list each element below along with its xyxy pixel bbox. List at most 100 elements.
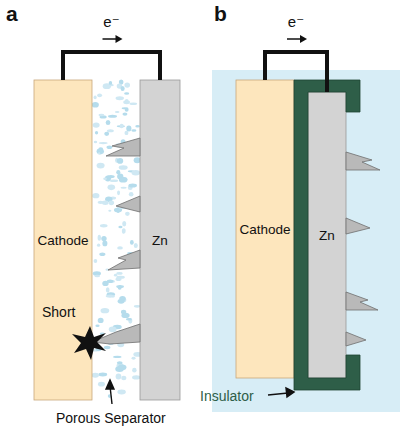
electron-label: e⁻	[288, 13, 304, 31]
flow-arrow-head	[300, 35, 307, 43]
panel-label: a	[6, 2, 18, 26]
separator-pore	[107, 146, 113, 150]
zn-anode-box: Zn	[140, 80, 180, 400]
insulator-label: Insulator	[200, 388, 254, 404]
external-wire	[265, 52, 327, 92]
separator-pore	[134, 243, 138, 248]
separator-pore	[117, 190, 120, 195]
electrolyte-ground	[212, 70, 400, 412]
separator-pore	[106, 287, 110, 292]
short-star	[72, 326, 106, 360]
electrode-label: Zn	[152, 233, 168, 248]
separator-pore	[131, 357, 135, 360]
separator-pore	[100, 224, 108, 227]
zn-dendrites	[92, 138, 380, 346]
electrode-label: Cathode	[37, 233, 88, 248]
separator-pore	[120, 124, 124, 129]
panel-label: b	[214, 2, 227, 26]
separator-pore	[97, 243, 100, 246]
separator-pore	[109, 327, 117, 333]
arrow-head	[106, 380, 114, 389]
separator-pore	[130, 240, 134, 245]
dendrite	[346, 292, 378, 310]
separator-pore	[132, 368, 136, 373]
separator-pore	[124, 82, 130, 87]
separator-pore	[131, 129, 136, 131]
separator-pore	[116, 170, 120, 174]
separator-pore	[120, 187, 126, 189]
electron-label: e⁻	[103, 13, 119, 31]
dendrite	[106, 138, 140, 156]
separator-pore	[92, 102, 99, 108]
separator-pore	[129, 192, 134, 196]
separator-pore	[117, 158, 123, 164]
arrow-head	[286, 388, 294, 397]
separator-pore	[109, 200, 114, 205]
porous-separator	[91, 80, 143, 398]
separator-pore	[108, 280, 115, 283]
cathode-box: Cathode	[236, 80, 294, 378]
cathode-box-fill	[34, 80, 92, 400]
separator-pore	[106, 120, 111, 125]
separator-pore	[98, 114, 104, 117]
separator-pore	[122, 112, 127, 115]
separator-pore	[121, 376, 126, 380]
separator-pore	[110, 179, 119, 181]
separator-pore	[117, 361, 123, 364]
separator-pore	[114, 274, 117, 277]
separator-pore	[119, 165, 128, 170]
separator-pore	[104, 346, 111, 349]
separator-pore	[122, 221, 126, 226]
separator-pore	[124, 92, 129, 95]
separator-pore	[107, 279, 114, 283]
separator-pore	[116, 272, 122, 275]
separator-pore	[116, 285, 124, 288]
separator-pore	[116, 96, 124, 100]
zn-anode-box: Zn	[308, 92, 346, 378]
electrode-label: Cathode	[239, 222, 290, 237]
separator-pore	[109, 81, 112, 85]
cathode-box: Cathode	[34, 80, 92, 400]
separator-pore	[98, 372, 107, 376]
separator-pore	[126, 318, 132, 320]
electron-flow-arrows	[103, 35, 308, 43]
separator-pore	[94, 141, 97, 143]
dendrite	[346, 152, 380, 170]
electrode-label: Zn	[319, 228, 335, 243]
separator-pore	[99, 252, 105, 256]
separator-pore	[125, 212, 130, 216]
separator-pore	[95, 324, 99, 326]
separator-pore	[108, 210, 111, 212]
flow-arrow-head	[116, 35, 123, 43]
separator-pore	[98, 318, 104, 323]
separator-pore	[118, 364, 127, 370]
separator-pore	[126, 126, 131, 132]
separator-pore	[118, 226, 122, 229]
separator-pore	[92, 373, 99, 378]
separator-pore	[121, 310, 126, 314]
separator-pore	[122, 228, 126, 234]
separator-pore	[98, 235, 101, 241]
separator-pore	[132, 375, 140, 379]
separator-pore	[115, 277, 121, 281]
leader-arrows	[106, 380, 294, 404]
separator-pore	[94, 96, 97, 100]
separator-pore	[132, 170, 140, 176]
dendrite	[92, 324, 140, 344]
short-label: Short	[42, 304, 75, 320]
dendrite	[346, 332, 366, 346]
separator-pore	[102, 200, 109, 205]
flow-arrow	[287, 38, 302, 40]
separator-pore	[107, 185, 115, 191]
separator-pore	[117, 246, 123, 249]
separator-pore	[128, 183, 137, 187]
flow-arrow	[103, 38, 118, 40]
dendrite	[116, 196, 140, 212]
separator-pore	[116, 374, 122, 380]
separator-pore	[98, 382, 105, 387]
zn-anode-box-fill	[308, 92, 346, 378]
separator-pore	[108, 115, 117, 118]
